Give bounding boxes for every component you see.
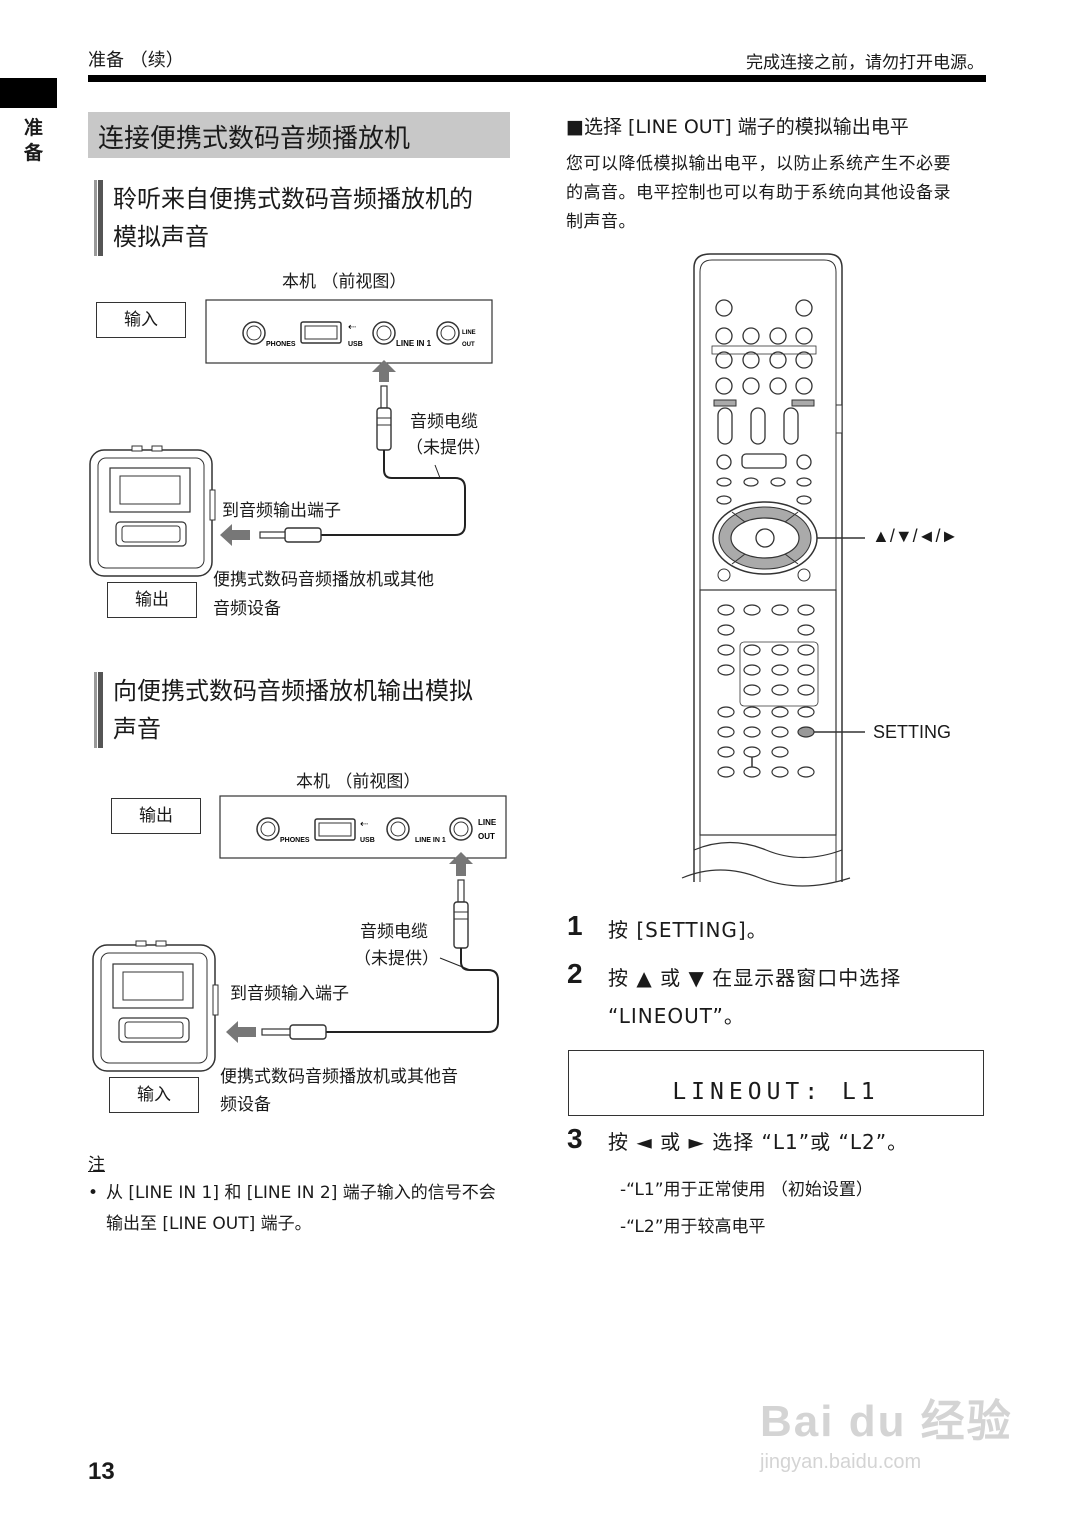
remote-control	[681, 253, 865, 887]
svg-text:LINE: LINE	[462, 330, 476, 336]
header-rule	[88, 75, 986, 82]
output-label-box: 输出	[107, 582, 197, 618]
usb-port	[300, 321, 342, 344]
subheading-output: 向便携式数码音频播放机输出模拟 声音	[94, 672, 473, 748]
option-l2: -“L2”用于较高电平	[620, 1217, 766, 1237]
svg-text:⇠: ⇠	[360, 819, 369, 830]
diagram-listen: PHONES USB ⇠ LINE IN 1 LINE OUT	[89, 299, 493, 577]
display-window: LINEOUT: L1	[568, 1050, 984, 1116]
option-list: -“L1”用于正常使用 （初始设置） -“L2”用于较高电平	[620, 1172, 873, 1246]
cable-plug	[376, 407, 392, 451]
subheading-line-1: 向便携式数码音频播放机输出模拟	[113, 677, 473, 705]
front-view-label-2: 本机 （前视图）	[296, 772, 421, 792]
step-2-line-1: 按 ▲ 或 ▼ 在显示器窗口中选择	[608, 966, 902, 990]
note-body: •从 [LINE IN 1] 和 [LINE IN 2] 端子输入的信号不会 输…	[88, 1178, 496, 1240]
phones-text: PHONES	[266, 341, 296, 348]
display-text: LINEOUT: L1	[672, 1079, 880, 1105]
usb-text: USB	[348, 341, 363, 348]
step-3-text: 按 ◄ 或 ► 选择 “L1”或 “L2”。	[608, 1130, 909, 1154]
option-l1: -“L1”用于正常使用 （初始设置）	[620, 1180, 873, 1200]
svg-text:PHONES: PHONES	[280, 837, 310, 844]
step-2-text: 按 ▲ 或 ▼ 在显示器窗口中选择 “LINEOUT”。	[608, 959, 901, 1035]
unit-front-panel	[205, 299, 493, 364]
subheading-line-2: 模拟声音	[113, 223, 209, 251]
setting-button	[797, 726, 815, 738]
output-label-box-2: 输出	[111, 798, 201, 834]
side-tab-marker	[0, 78, 57, 108]
input-label-box: 输入	[96, 302, 186, 338]
svg-text:LINE IN 1: LINE IN 1	[415, 837, 446, 844]
line-in-jack	[372, 321, 396, 345]
arrow-keys-label: ▲/▼/◄/►	[872, 526, 959, 546]
unit-front-panel-2	[219, 795, 507, 859]
audio-cable	[320, 450, 466, 536]
baidu-watermark: Bai du 经验 jingyan.baidu.com	[760, 1385, 1013, 1474]
to-input-terminal-label: 到音频输入端子	[230, 984, 349, 1004]
section-title: 连接便携式数码音频播放机	[98, 124, 411, 154]
line-in-text: LINE IN 1	[396, 339, 432, 348]
svg-text:OUT: OUT	[478, 832, 495, 841]
note-line-1: 从 [LINE IN 1] 和 [LINE IN 2] 端子输入的信号不会	[106, 1183, 496, 1203]
svg-text:LINE: LINE	[478, 818, 497, 827]
subheading-line-2: 声音	[113, 715, 161, 743]
svg-text:OUT: OUT	[462, 342, 475, 348]
setting-label: SETTING	[873, 722, 952, 742]
step-1-number: 1	[567, 910, 583, 941]
side-tab-label: 准备	[24, 117, 44, 164]
device-label-2-line2: 频设备	[220, 1095, 271, 1115]
watermark-logo: Bai du 经验	[760, 1397, 1013, 1446]
device-label-line1: 便携式数码音频播放机或其他	[213, 570, 434, 590]
para-line-3: 制声音。	[566, 212, 636, 232]
right-heading: ■选择 [LINE OUT] 端子的模拟输出电平	[566, 116, 909, 138]
step-2-line-2: “LINEOUT”。	[608, 1004, 745, 1028]
line-out-jack	[436, 321, 460, 345]
note-title: 注	[88, 1155, 105, 1175]
cable-label: 音频电缆	[410, 412, 478, 432]
diagram-output: PHONES USB ⇠ LINE IN 1 LINE OUT	[92, 795, 507, 1072]
usb-icon: ⇠	[348, 322, 357, 333]
section-title-bar: 连接便携式数码音频播放机	[88, 112, 510, 158]
step-3-number: 3	[567, 1123, 583, 1154]
step-1-text: 按 [SETTING]。	[608, 918, 768, 942]
subheading-listen: 聆听来自便携式数码音频播放机的 模拟声音	[94, 180, 473, 256]
phones-jack	[242, 321, 266, 345]
para-line-2: 的高音。电平控制也可以有助于系统向其他设备录	[566, 183, 951, 203]
device-label-line2: 音频设备	[213, 599, 281, 619]
svg-text:USB: USB	[360, 837, 375, 844]
subheading-line-1: 聆听来自便携式数码音频播放机的	[113, 185, 473, 213]
right-paragraph: 您可以降低模拟输出电平，以防止系统产生不必要 的高音。电平控制也可以有助于系统向…	[566, 150, 951, 237]
cable-label-2: 音频电缆	[360, 922, 428, 942]
input-label-box-2: 输入	[109, 1077, 199, 1113]
watermark-url: jingyan.baidu.com	[760, 1451, 922, 1473]
up-arrow	[372, 360, 396, 382]
device-label-2-line1: 便携式数码音频播放机或其他音	[220, 1067, 458, 1087]
front-view-label: 本机 （前视图）	[282, 272, 407, 292]
note-line-2: 输出至 [LINE OUT] 端子。	[106, 1214, 312, 1234]
to-output-terminal-label: 到音频输出端子	[222, 501, 341, 521]
header-right: 完成连接之前，请勿打开电源。	[746, 53, 984, 73]
left-arrow	[220, 524, 250, 546]
cable-note-2: （未提供）	[354, 949, 439, 969]
header-left: 准备 （续）	[88, 50, 184, 71]
step-2-number: 2	[567, 958, 583, 989]
cable-note: （未提供）	[406, 438, 491, 458]
page-number: 13	[88, 1458, 115, 1485]
para-line-1: 您可以降低模拟输出电平，以防止系统产生不必要	[566, 154, 951, 174]
